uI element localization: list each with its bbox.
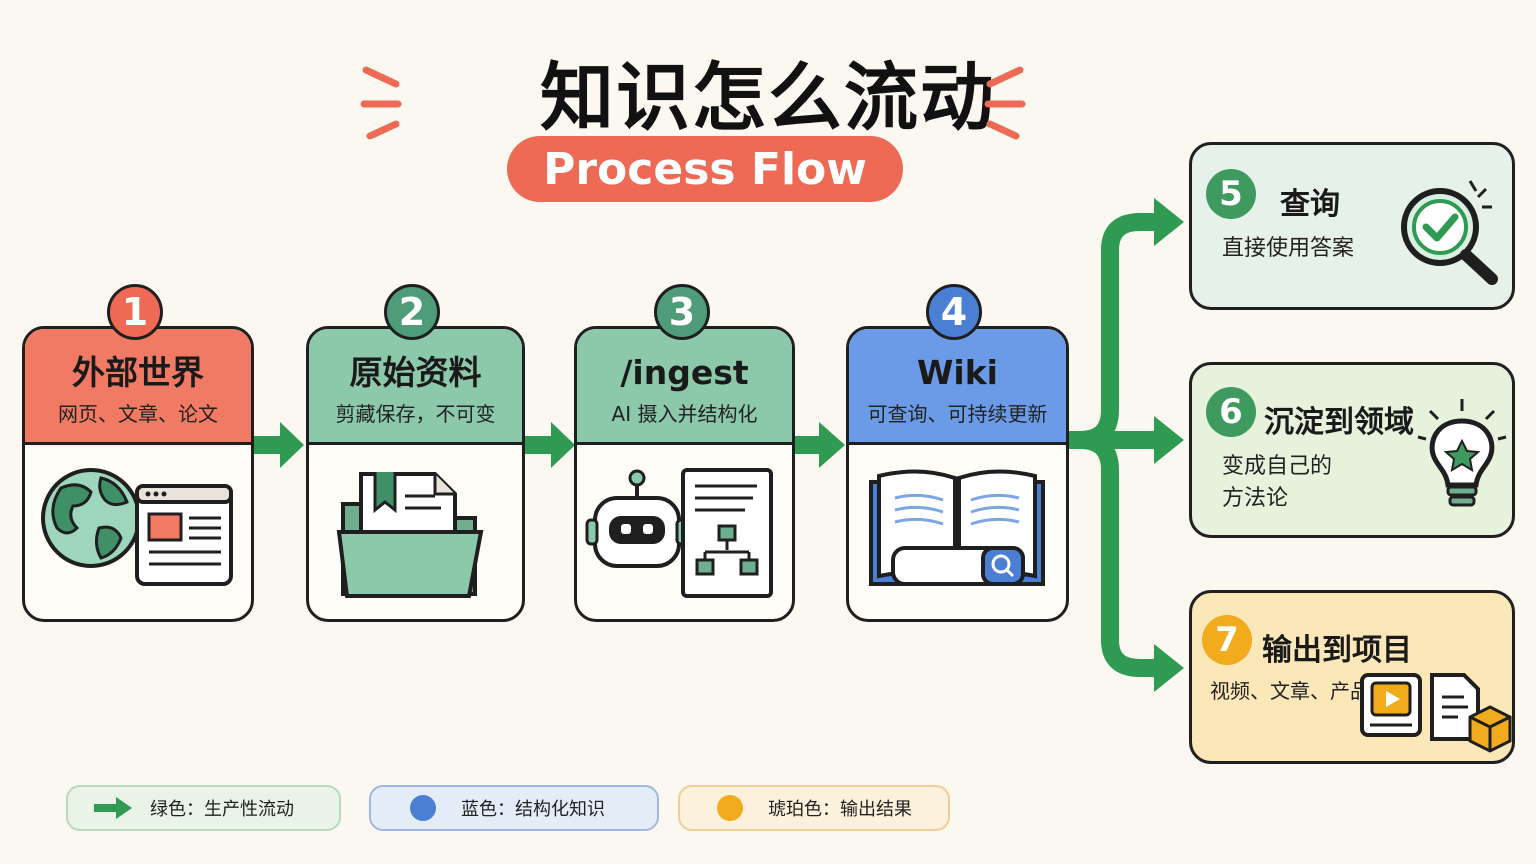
step-number-4: 4 <box>926 284 982 340</box>
step-card-3: /ingest AI 摄入并结构化 <box>574 326 795 622</box>
output-card-6: 6 沉淀到领域 变成自己的 方法论 <box>1189 362 1515 538</box>
arrow-3-4 <box>789 422 845 468</box>
step-card-4: Wiki 可查询、可持续更新 <box>846 326 1069 622</box>
step-name: 原始资料 <box>349 353 482 392</box>
output-desc-line2: 方法论 <box>1222 486 1289 511</box>
step-number-3: 3 <box>654 284 710 340</box>
arrow-2-3 <box>519 422 575 468</box>
green-arrow-icon <box>94 797 132 819</box>
step-card-2: 原始资料 剪藏保存，不可变 <box>306 326 525 622</box>
step-desc: 剪藏保存，不可变 <box>335 402 496 426</box>
step-header-2: 原始资料 剪藏保存，不可变 <box>309 329 522 445</box>
output-desc-line1: 变成自己的 <box>1222 454 1333 479</box>
branch-arrows <box>1063 213 1160 677</box>
output-number-5: 5 <box>1206 169 1256 219</box>
step-header-4: Wiki 可查询、可持续更新 <box>849 329 1066 445</box>
magnifier-check-icon <box>1401 180 1498 285</box>
arrowhead-5 <box>1154 198 1184 246</box>
output-desc: 视频、文章、产品 <box>1210 679 1370 703</box>
blue-dot-icon <box>410 795 436 821</box>
arrowhead-7 <box>1154 644 1184 692</box>
output-title: 沉淀到领域 <box>1264 405 1414 440</box>
arrowhead-6 <box>1154 416 1184 464</box>
step-desc: 网页、文章、论文 <box>58 402 218 426</box>
step-desc: AI 摄入并结构化 <box>611 402 758 426</box>
legend-label: 琥珀色：输出结果 <box>768 799 912 820</box>
legend-label: 绿色：生产性流动 <box>150 799 294 820</box>
step-number-1: 1 <box>107 284 163 340</box>
legend-green: 绿色：生产性流动 <box>66 785 341 831</box>
output-card-5: 5 查询 直接使用答案 <box>1189 142 1515 310</box>
output-title: 输出到项目 <box>1262 633 1412 668</box>
step-name: /ingest <box>620 353 749 392</box>
step-header-1: 外部世界 网页、文章、论文 <box>25 329 251 445</box>
legend-amber: 琥珀色：输出结果 <box>678 785 950 831</box>
output-number-7: 7 <box>1202 615 1252 665</box>
output-number-6: 6 <box>1206 387 1256 437</box>
legend-blue: 蓝色：结构化知识 <box>369 785 659 831</box>
lightbulb-star-icon <box>1417 399 1507 507</box>
step-card-1: 外部世界 网页、文章、论文 <box>22 326 254 622</box>
subtitle-pill: Process Flow <box>507 136 903 202</box>
amber-dot-icon <box>717 795 743 821</box>
step-number-2: 2 <box>384 284 440 340</box>
book-search-icon <box>849 448 1066 619</box>
right-burst-icon <box>984 66 1026 140</box>
arrow-1-2 <box>248 422 304 468</box>
globe-webpage-icon <box>25 448 251 619</box>
page-title: 知识怎么流动 <box>540 55 996 141</box>
folder-document-icon <box>309 448 522 619</box>
output-card-7: 7 输出到项目 视频、文章、产品 <box>1189 590 1515 764</box>
step-name: Wiki <box>917 353 998 392</box>
step-desc: 可查询、可持续更新 <box>867 402 1048 426</box>
video-document-box-icon <box>1360 673 1512 753</box>
legend-label: 蓝色：结构化知识 <box>461 799 605 820</box>
output-title: 查询 <box>1280 187 1340 222</box>
step-header-3: /ingest AI 摄入并结构化 <box>577 329 792 445</box>
output-desc: 直接使用答案 <box>1222 236 1355 261</box>
left-burst-icon <box>360 66 402 140</box>
robot-structure-icon <box>577 448 792 619</box>
step-name: 外部世界 <box>72 353 204 392</box>
